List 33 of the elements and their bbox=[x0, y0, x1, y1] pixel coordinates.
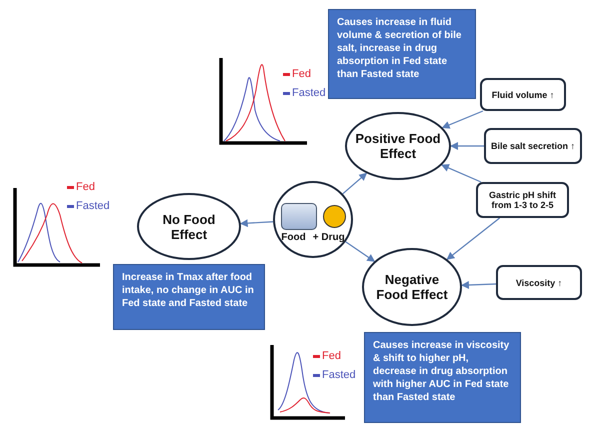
node-label: Positive Food Effect bbox=[354, 131, 442, 161]
arrow bbox=[442, 110, 484, 129]
legend-label: Fasted bbox=[322, 369, 356, 381]
legend-label: Fed bbox=[292, 68, 311, 80]
node-label: Negative Food Effect bbox=[375, 272, 449, 302]
node-label: + Drug bbox=[312, 232, 345, 242]
node-label: Viscosity ↑ bbox=[516, 278, 562, 288]
arrow bbox=[240, 219, 274, 228]
note-box bbox=[364, 332, 521, 423]
node-label: No Food Effect bbox=[162, 212, 216, 242]
arrow bbox=[441, 164, 482, 183]
node-label: Fluid volume ↑ bbox=[492, 90, 554, 100]
factor-box bbox=[480, 78, 566, 111]
node-label: Gastric pH shift from 1-3 to 2-5 bbox=[488, 190, 557, 210]
arrow bbox=[446, 218, 500, 260]
factor-box bbox=[484, 128, 582, 164]
arrow bbox=[450, 142, 484, 150]
factor-box bbox=[476, 182, 569, 218]
note-text: Causes increase in viscosity & shift to higher pH, decrease in drug absorption with higher AUC in Fed state than Fasted state bbox=[373, 339, 510, 404]
note-text: Increase in Tmax after food intake, no change in AUC in Fed state and Fasted state bbox=[122, 271, 255, 310]
note-text: Causes increase in fluid volume & secretion of bile salt, increase in drug absorption in Fed state than Fasted state bbox=[337, 16, 462, 81]
arrow bbox=[342, 172, 368, 194]
legend-label: Fasted bbox=[292, 87, 326, 99]
legend-label: Fed bbox=[76, 181, 95, 193]
note-box bbox=[113, 264, 265, 330]
node-label: Bile salt secretion ↑ bbox=[490, 141, 576, 151]
legend-label: Fasted bbox=[76, 200, 110, 212]
legend-label: Fed bbox=[322, 350, 341, 362]
factor-box bbox=[496, 265, 582, 300]
note-box bbox=[328, 9, 476, 99]
arrow bbox=[460, 280, 496, 289]
arrow bbox=[345, 241, 376, 262]
node-label: Food bbox=[281, 232, 306, 242]
